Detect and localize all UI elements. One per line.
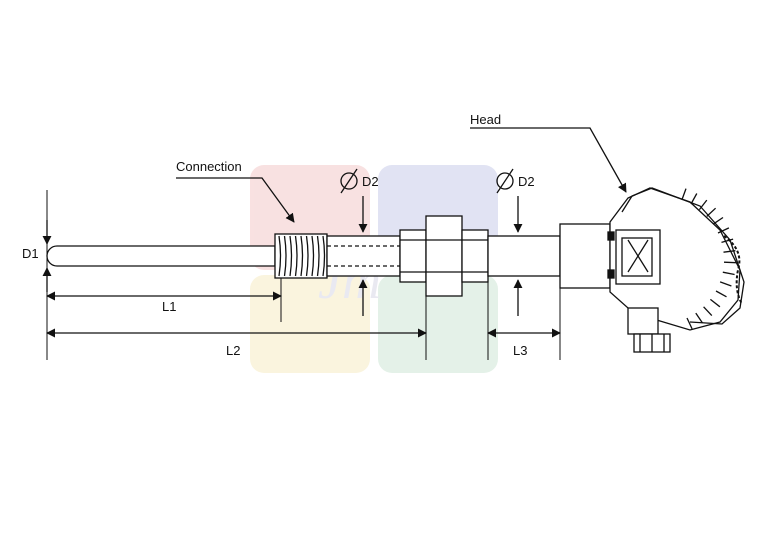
head-tick: [721, 238, 734, 244]
head-tick: [710, 298, 721, 308]
watermark-block-green: [378, 275, 498, 373]
neck-tube: [326, 235, 401, 277]
label-d2-right: D2: [518, 174, 535, 189]
label-connection: Connection: [176, 159, 242, 174]
thread-line: [278, 235, 282, 277]
thread-line: [322, 235, 326, 277]
thread-line: [289, 235, 293, 277]
extension-tube: [487, 235, 561, 277]
hex-fitting: [399, 215, 489, 297]
label-head: Head: [470, 112, 501, 127]
head-tick: [722, 271, 735, 276]
head-tick: [690, 193, 698, 205]
head-tick: [723, 261, 737, 264]
label-l3: L3: [513, 343, 527, 358]
head-tick: [712, 216, 724, 225]
head-tick: [715, 290, 727, 298]
head-tick: [719, 281, 732, 287]
threaded-connection: [274, 233, 328, 279]
head-tick: [706, 207, 717, 217]
label-d2-left: D2: [362, 174, 379, 189]
head-tick: [681, 188, 687, 201]
head-neck: [559, 223, 611, 289]
thread-line: [294, 235, 298, 277]
terminal-head: [607, 187, 745, 353]
label-l1: L1: [162, 299, 176, 314]
label-d1: D1: [22, 246, 39, 261]
probe-sheath: [46, 245, 276, 267]
head-tick: [686, 317, 693, 330]
head-tick: [695, 312, 704, 324]
thread-line: [300, 235, 304, 277]
thread-line: [305, 235, 309, 277]
head-tick: [698, 199, 708, 210]
head-tick: [703, 306, 713, 317]
label-l2: L2: [226, 343, 240, 358]
thread-line: [311, 235, 315, 277]
head-tick: [723, 250, 736, 253]
thread-line: [283, 235, 287, 277]
thread-line: [316, 235, 320, 277]
head-tick: [717, 227, 730, 234]
